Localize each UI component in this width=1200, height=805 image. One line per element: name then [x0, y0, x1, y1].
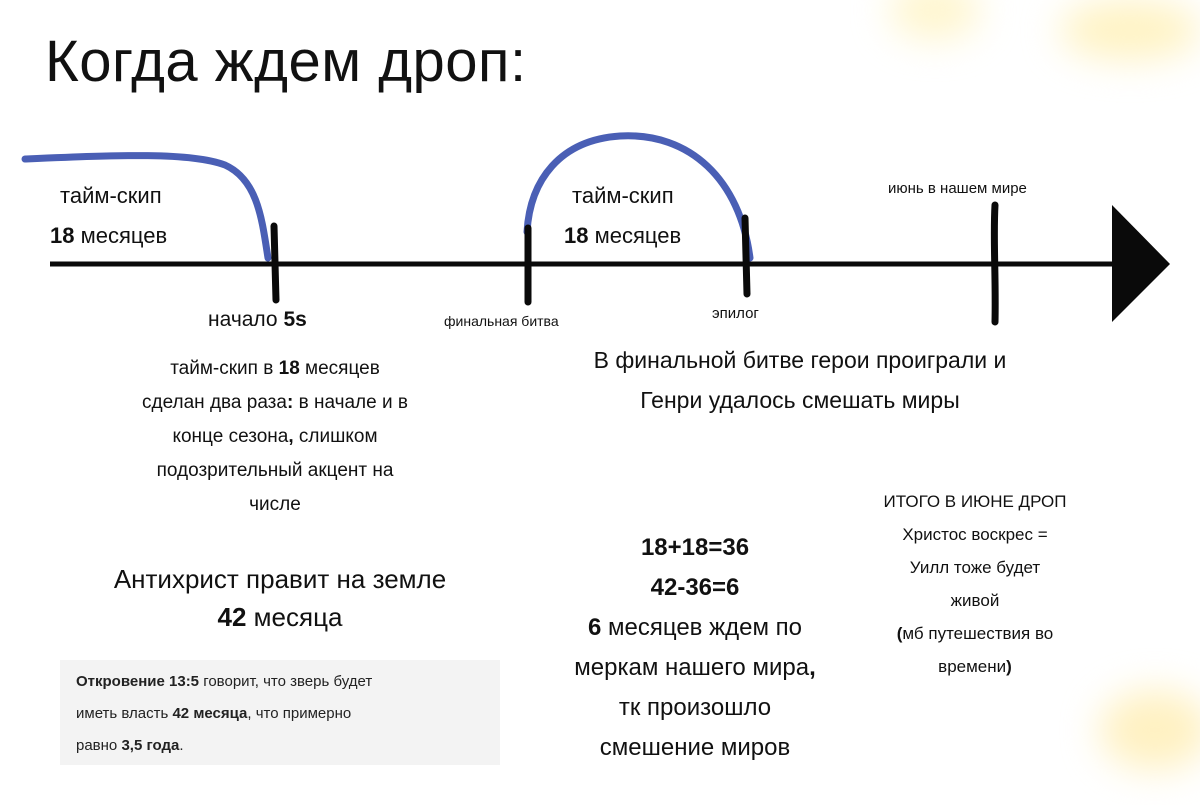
timeline-arrowhead — [1112, 205, 1170, 322]
calc-conclusion-punct: , — [809, 654, 816, 681]
left-note-num: 18 — [278, 358, 300, 379]
timeskip-label-left: тайм-скип — [60, 183, 162, 208]
conclusion-note: ИТОГО В ИЮНЕ ДРОП Христос воскрес = Уилл… — [850, 485, 1100, 683]
timeskip-unit-left: месяцев — [74, 223, 168, 248]
calculation: 18+18=36 42-36=6 6 месяцев ждем по мерка… — [560, 528, 830, 768]
conclusion-paren-open: ( — [896, 624, 903, 643]
antichrist-duration: 42 месяца — [40, 598, 520, 636]
page-title: Когда ждем дроп: — [45, 29, 527, 94]
timeskip-number-left: 18 — [50, 223, 75, 248]
tick-epilogue — [741, 214, 751, 298]
left-note-text: конце сезона — [172, 426, 289, 447]
quote-text: иметь власть — [76, 705, 173, 722]
timeskip-arc-left — [21, 152, 272, 262]
calc-conclusion-text: меркам нашего мира — [574, 654, 810, 681]
calc-line-2: 42-36=6 — [650, 574, 740, 601]
left-note-text: месяцев — [299, 358, 380, 379]
left-note-line-5: числе — [249, 494, 301, 515]
left-note-line-3: конце сезона, слишком — [90, 420, 460, 454]
left-note-line-4: подозрительный акцент на — [156, 460, 394, 481]
conclusion-line-6: времени) — [850, 650, 1100, 683]
quote-line-2: иметь власть 42 месяца, что примерно — [76, 698, 488, 730]
glow-top-right-2 — [1060, 0, 1200, 60]
start-label: начало 5s — [208, 308, 307, 332]
final-battle-line-1: В финальной битве герои проиграли и — [593, 347, 1007, 373]
conclusion-text: времени — [938, 657, 1007, 676]
quote-text: говорит, что зверь будет — [199, 673, 373, 690]
antichrist-note: Антихрист правит на земле 42 месяца — [40, 560, 520, 636]
quote-text: равно — [76, 737, 122, 754]
calc-conclusion-2: меркам нашего мира, — [560, 648, 830, 688]
tick-start-5s — [270, 222, 280, 304]
left-note-text: слишком — [293, 426, 378, 447]
conclusion-paren-close: ) — [1006, 657, 1012, 676]
left-note-line-1: тайм-скип в 18 месяцев — [90, 352, 460, 386]
quote-line-3: равно 3,5 года. — [76, 730, 488, 762]
calc-conclusion-text: месяцев ждем по — [601, 614, 803, 641]
timeskip-number-right: 18 — [564, 223, 589, 248]
quote-reference: Откровение 13:5 — [76, 673, 200, 690]
timeskip-duration-left: 18 месяцев — [50, 223, 167, 249]
scripture-quote: Откровение 13:5 говорит, что зверь будет… — [60, 660, 500, 765]
conclusion-line-1: ИТОГО В ИЮНЕ ДРОП — [883, 492, 1067, 511]
conclusion-text: мб путешествия во — [902, 624, 1054, 643]
left-note-text: в начале и в — [293, 392, 408, 413]
calc-conclusion-num: 6 — [587, 614, 602, 641]
timeskip-unit-right: месяцев — [588, 223, 682, 248]
quote-emphasis: 3,5 года — [121, 737, 180, 754]
left-note-line-2: сделан два раза: в начале и в — [90, 386, 460, 420]
conclusion-line-5: (мб путешествия во — [850, 617, 1100, 650]
conclusion-line-4: живой — [950, 591, 1000, 610]
glow-bottom-right — [1100, 690, 1200, 770]
tick-june — [990, 201, 999, 326]
calc-line-1: 18+18=36 — [640, 534, 750, 561]
left-note: тайм-скип в 18 месяцев сделан два раза: … — [90, 352, 460, 522]
final-battle-note: В финальной битве герои проиграли и Генр… — [520, 340, 1080, 420]
final-battle-line-2: Генри удалось смешать миры — [640, 387, 960, 413]
start-label-season: 5s — [283, 308, 307, 331]
left-note-text: тайм-скип в — [170, 358, 279, 379]
epilogue-label: эпилог — [712, 305, 759, 322]
timeskip-arc-right — [523, 132, 754, 262]
june-label: июнь в нашем мире — [888, 180, 1027, 197]
quote-line-1: Откровение 13:5 говорит, что зверь будет — [76, 666, 488, 698]
quote-emphasis: 42 месяца — [172, 705, 248, 722]
calc-conclusion-1: 6 месяцев ждем по — [560, 608, 830, 648]
quote-text: , что примерно — [247, 705, 352, 722]
left-note-punct: , — [288, 426, 294, 447]
calc-conclusion-4: смешение миров — [599, 734, 791, 761]
antichrist-unit: месяца — [246, 602, 343, 632]
quote-text: . — [179, 737, 184, 754]
calc-conclusion-3: тк произошло — [618, 694, 772, 721]
start-label-text: начало — [208, 308, 284, 331]
conclusion-line-2: Христос воскрес = — [902, 525, 1048, 544]
timeskip-label-right: тайм-скип — [572, 183, 674, 208]
antichrist-number: 42 — [217, 602, 247, 632]
timeskip-duration-right: 18 месяцев — [564, 223, 681, 249]
left-note-text: сделан два раза — [142, 392, 287, 413]
conclusion-line-3: Уилл тоже будет — [909, 558, 1041, 577]
final-battle-label: финальная битва — [444, 313, 559, 329]
left-note-punct: : — [286, 392, 294, 413]
antichrist-line: Антихрист правит на земле — [113, 564, 447, 594]
